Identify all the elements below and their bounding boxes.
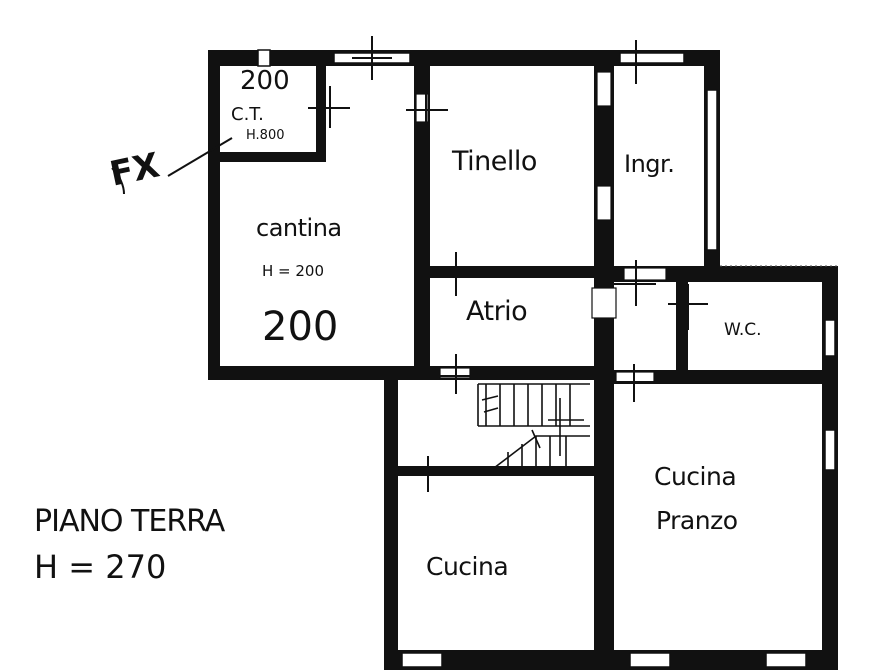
door-openings — [415, 71, 667, 383]
wall-cucina-top — [384, 466, 600, 476]
room-cucina-pranzo-line1: Cucina — [654, 462, 737, 491]
window-bottom-pranzo-2 — [765, 652, 807, 668]
window-bottom-pranzo-1 — [629, 652, 671, 668]
window-bottom-cucina — [401, 652, 443, 668]
room-cantina-height: H = 200 — [262, 262, 325, 280]
staircase — [477, 383, 590, 469]
wall-atrio-bottom — [388, 366, 614, 380]
wall-cantina-bottom — [208, 366, 440, 380]
wall-bottom-outer — [384, 650, 838, 670]
room-wc: W.C. — [724, 320, 762, 340]
floor-height: H = 270 — [34, 548, 167, 586]
room-cucina: Cucina — [426, 552, 509, 581]
wall-wc-bottom — [594, 370, 838, 384]
door-marks — [308, 36, 708, 492]
fx-pointer — [111, 137, 233, 195]
window-left-top — [257, 49, 271, 67]
door-tinello-ingr-2 — [596, 185, 612, 221]
ct-height: H.800 — [246, 128, 285, 143]
wall-left-outer — [208, 50, 220, 380]
wall-tinello-right — [594, 50, 614, 670]
ct-number: 200 — [240, 66, 290, 96]
window-right-pranzo — [824, 429, 836, 471]
room-atrio: Atrio — [466, 296, 528, 327]
ct-code: C.T. — [231, 104, 264, 125]
windows — [257, 49, 836, 668]
room-ingresso: Ingr. — [624, 150, 675, 178]
room-cantina-number: 200 — [262, 304, 339, 350]
window-top-ingresso — [619, 52, 685, 64]
wall-stair-left — [384, 366, 398, 670]
door-atrio-ingr — [591, 287, 617, 319]
wall-cantina-right — [414, 50, 430, 380]
window-ingresso-side — [706, 89, 718, 251]
room-cucina-pranzo-line2: Pranzo — [656, 506, 738, 535]
wall-tinello-bottom — [414, 266, 614, 278]
floor-name: PIANO TERRA — [34, 504, 225, 539]
room-cantina-name: cantina — [256, 214, 342, 242]
door-tinello-ingr-1 — [596, 71, 612, 107]
wall-wc-left — [676, 282, 688, 380]
door-ingresso-bottom — [623, 267, 667, 281]
room-tinello: Tinello — [452, 146, 537, 177]
window-right-wc — [824, 319, 836, 357]
ct-box-right — [316, 66, 326, 162]
ct-box-bottom — [208, 152, 324, 162]
walls — [208, 50, 838, 670]
